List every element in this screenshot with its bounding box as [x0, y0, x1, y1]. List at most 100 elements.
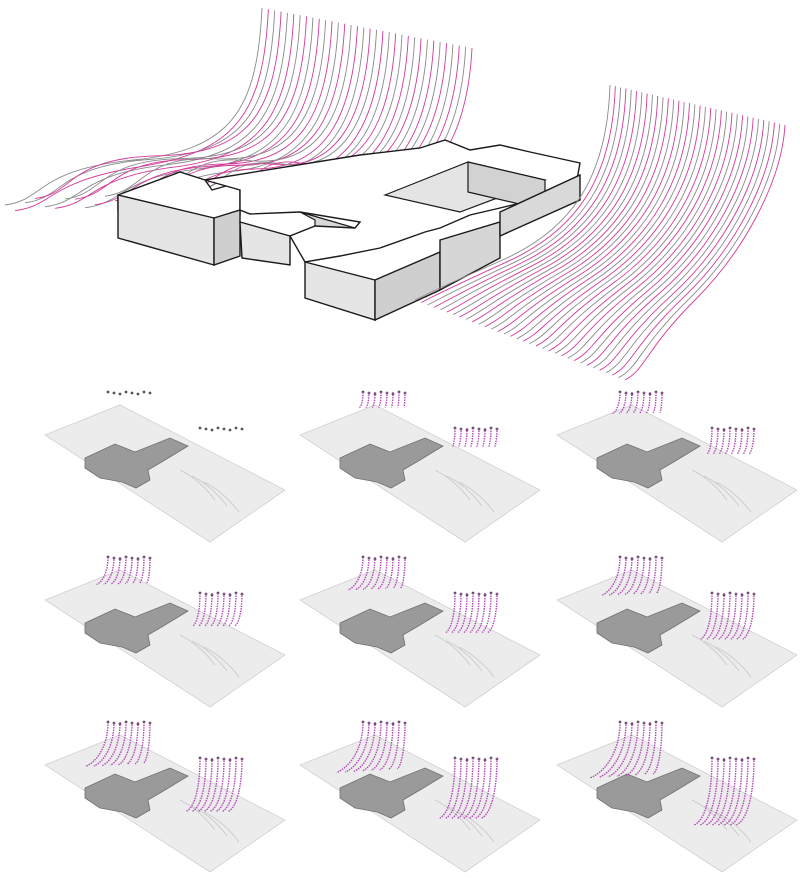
particle-trail: [93, 721, 115, 767]
streamline: [84, 17, 314, 209]
streamline: [516, 104, 696, 340]
link-front: [239, 221, 291, 266]
streamline: [586, 117, 754, 366]
terrain-plate: [556, 734, 798, 873]
terrain-plate: [44, 404, 286, 543]
terrain-plate: [556, 569, 798, 708]
particle-trail: [379, 721, 394, 771]
particle-trail: [494, 427, 498, 447]
streamline: [612, 122, 775, 376]
particle-trail: [362, 721, 382, 772]
streamline: [472, 95, 659, 323]
particle-trail: [652, 391, 657, 414]
particle-trail: [396, 391, 400, 408]
seed-point: [112, 391, 116, 395]
terrain-contour: [715, 811, 752, 843]
particle-trail: [457, 592, 468, 634]
particle-trail: [706, 427, 713, 455]
particle-trail: [216, 592, 225, 627]
streamline: [478, 97, 664, 325]
terrain-contour: [203, 481, 240, 513]
terrain-contour: [446, 640, 483, 672]
particle-trail: [377, 556, 388, 590]
terrain-contour: [703, 475, 740, 507]
streamline: [433, 88, 627, 308]
streamline: [554, 111, 728, 354]
streamline: [446, 91, 637, 313]
particle-trail: [469, 592, 480, 634]
simulation-frame-4: [40, 545, 290, 710]
particle-trail: [487, 592, 498, 634]
terrain-contour: [434, 469, 471, 501]
particle-trail: [481, 592, 492, 634]
east-wing-side: [499, 173, 581, 238]
particle-trail: [616, 556, 633, 596]
particle-trail: [648, 556, 657, 594]
particle-trail: [396, 721, 406, 770]
particle-trail: [222, 757, 237, 812]
building-massing: [84, 602, 189, 654]
particle-trail: [384, 391, 388, 408]
particle-trail: [616, 721, 639, 777]
terrain-contour: [446, 475, 483, 507]
particle-trail: [632, 391, 639, 414]
particle-trail: [456, 757, 474, 820]
particle-trail: [358, 391, 364, 409]
particle-trail: [693, 757, 713, 826]
particle-trail: [204, 592, 213, 627]
particle-trail: [186, 757, 201, 812]
particle-trail: [742, 427, 749, 455]
particle-trail: [392, 556, 400, 589]
terrain-contour: [458, 481, 495, 513]
seed-point: [234, 426, 238, 430]
streamline: [618, 123, 781, 378]
seed-point: [198, 426, 202, 430]
particle-trail: [344, 721, 370, 773]
terrain-plate: [44, 569, 286, 708]
particle-trail: [612, 391, 621, 415]
particle-trail: [400, 556, 406, 589]
streamline: [497, 100, 680, 332]
particle-trail: [450, 757, 468, 820]
simulation-frame-8: [295, 710, 545, 875]
building-massing: [84, 767, 189, 819]
particle-trail: [736, 592, 749, 640]
particle-trail: [718, 427, 725, 455]
particle-trail: [717, 757, 737, 826]
simulation-frame-3: [552, 380, 800, 545]
particle-trail: [192, 757, 207, 812]
particle-trail: [353, 721, 376, 773]
seed-point: [142, 390, 146, 394]
particle-trail: [645, 391, 651, 414]
particle-trail: [210, 757, 225, 812]
seed-point: [204, 427, 208, 431]
building-massing: [596, 602, 701, 654]
particle-trail: [699, 757, 719, 826]
particle-trail: [134, 721, 145, 765]
particle-trail: [370, 556, 382, 590]
particle-trail: [365, 391, 370, 409]
terrain-contour: [446, 805, 483, 837]
particle-trail: [124, 556, 133, 585]
south-step-side: [439, 221, 501, 292]
particle-trail: [85, 721, 109, 768]
particle-trail: [228, 592, 237, 627]
particle-trail: [730, 592, 743, 640]
particle-trail: [463, 592, 474, 634]
streamline: [452, 92, 643, 315]
particle-trail: [228, 757, 243, 812]
terrain-plate: [299, 404, 541, 543]
particle-trail: [700, 592, 713, 640]
terrain-plate: [299, 569, 541, 708]
streamline: [605, 121, 770, 374]
particle-trail: [371, 391, 376, 409]
particle-trail: [618, 391, 627, 414]
terrain-contour: [715, 646, 752, 678]
particle-trail: [643, 721, 657, 776]
streamline: [484, 98, 669, 328]
seed-point: [228, 428, 232, 432]
particle-trail: [488, 427, 492, 447]
terrain-contour: [458, 811, 495, 843]
particle-trail: [608, 556, 627, 596]
streamline: [104, 20, 327, 197]
